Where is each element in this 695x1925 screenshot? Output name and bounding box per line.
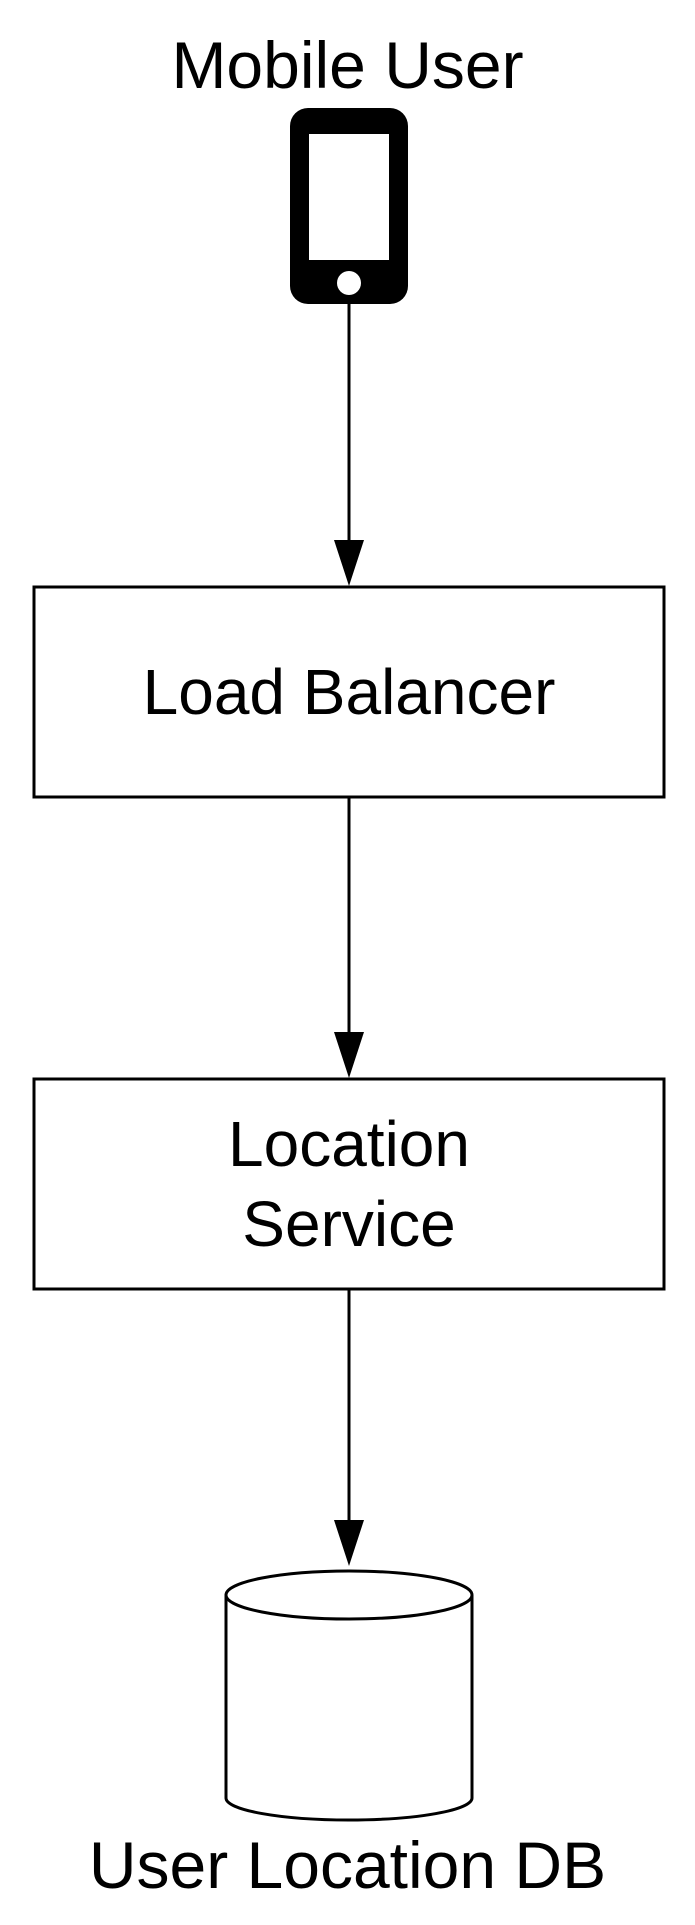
load-balancer-label-text: Load Balancer [142,656,556,728]
load-balancer-label: Load Balancer [34,652,664,732]
arrowhead [334,1032,364,1078]
location-service-box [32,1077,666,1291]
arrowhead [334,540,364,586]
smartphone-icon [290,108,408,304]
edge-load-balancer-to-location-service [334,797,364,1078]
location-service-label-line1: Location [228,1108,470,1180]
mobile-user-label: Mobile User [171,28,524,102]
load-balancer-box [32,585,666,799]
edge-location-service-to-db [334,1289,364,1566]
arrowhead [334,1520,364,1566]
database-cylinder-icon [224,1569,474,1822]
user-location-db-label: User Location DB [88,1828,607,1902]
edge-mobile-user-to-load-balancer [334,304,364,586]
location-service-label-line2: Service [242,1188,456,1260]
location-service-label: Location Service [34,1104,664,1264]
